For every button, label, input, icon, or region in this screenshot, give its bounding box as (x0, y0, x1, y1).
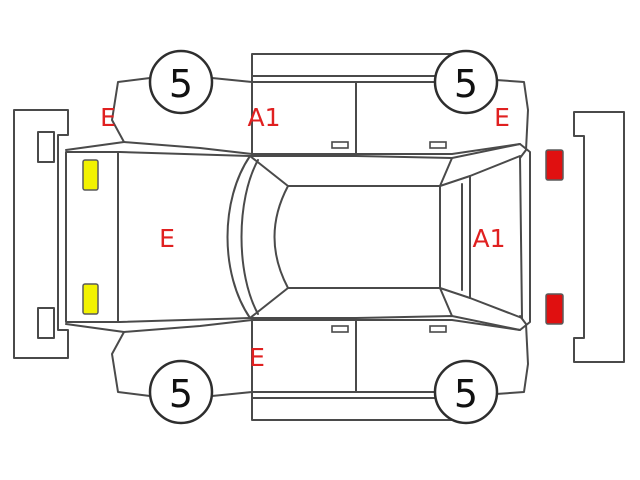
front-lamp-bottom (82, 283, 99, 315)
side-profile-top (65, 75, 529, 159)
car-body-plan (65, 143, 531, 331)
mark-front-fender-left: E (100, 103, 116, 132)
roof-rail-bottom (251, 397, 457, 421)
mark-trunk: A1 (472, 224, 505, 253)
roof-rail-top (251, 53, 457, 77)
wheel-front-right-score: 5 (169, 372, 193, 416)
mark-front-door-left: A1 (247, 103, 280, 132)
rear-lamp-top (545, 149, 564, 181)
wheel-rear-left-score: 5 (454, 62, 478, 106)
wheel-front-right: 5 (148, 359, 214, 425)
front-lamp-top (82, 159, 99, 191)
mark-rear-fender-left: E (494, 103, 510, 132)
mark-hood: E (159, 224, 175, 253)
wheel-rear-left: 5 (433, 49, 499, 115)
rear-bumper (573, 111, 625, 363)
rear-lamp-bottom (545, 293, 564, 325)
wheel-front-left: 5 (148, 49, 214, 115)
wheel-rear-right: 5 (433, 359, 499, 425)
mark-front-door-right: E (249, 343, 265, 372)
wheel-rear-right-score: 5 (454, 372, 478, 416)
front-bumper (13, 109, 69, 359)
wheel-front-left-score: 5 (169, 62, 193, 106)
